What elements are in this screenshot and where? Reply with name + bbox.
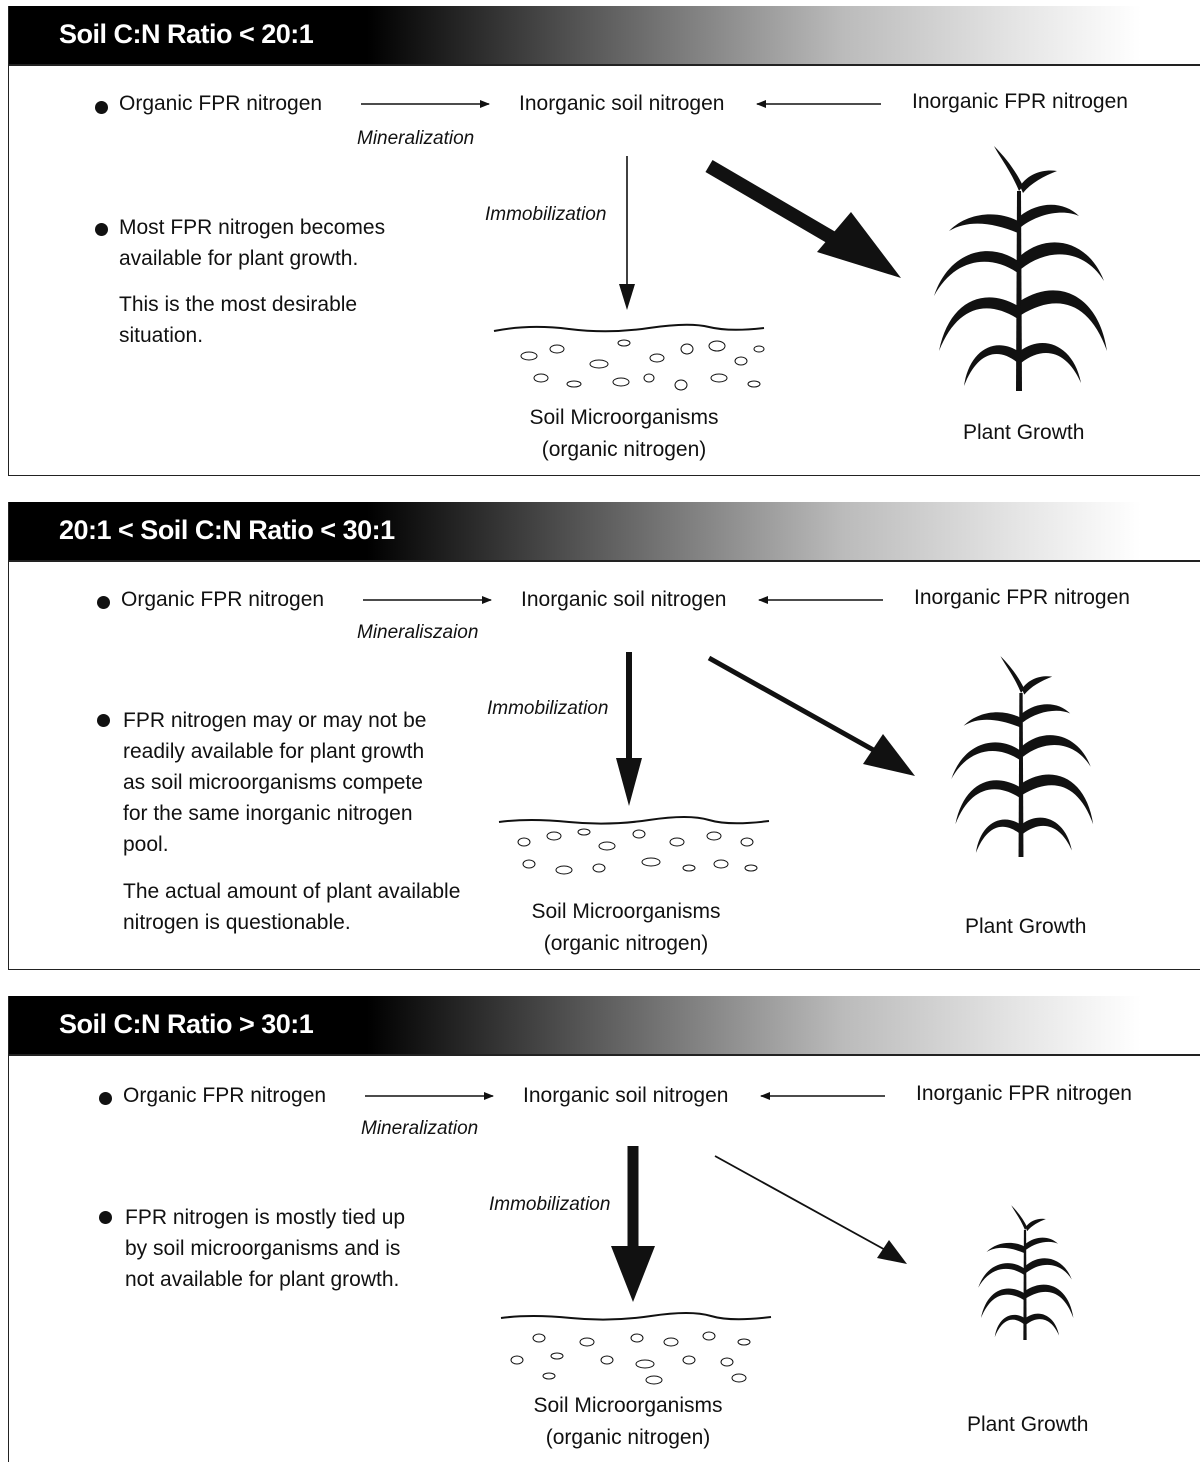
note-text: This is the most desirable situation. <box>119 293 358 347</box>
panel-1-graphics <box>361 100 1107 391</box>
corn-plant-icon <box>978 1205 1074 1340</box>
arrow-icon <box>611 1246 655 1302</box>
immobilization-label: Immobilization <box>489 1194 611 1215</box>
arrow-icon <box>619 284 635 310</box>
soil-icon <box>500 1312 772 1385</box>
soil-title: Soil Microorganisms <box>533 1394 723 1417</box>
soil-label: Soil Microorganisms (organic nitrogen) <box>483 1390 773 1454</box>
arrow-icon <box>714 1155 890 1253</box>
inorganic-soil-label: Inorganic soil nitrogen <box>523 1084 729 1107</box>
note-text: The actual amount of plant available nit… <box>123 880 461 934</box>
immobilization-label: Immobilization <box>485 204 607 225</box>
soil-title: Soil Microorganisms <box>529 406 719 429</box>
arrow-icon <box>616 758 642 806</box>
mineralization-label: Mineralization <box>357 128 475 149</box>
bullet-text: Most FPR nitrogen becomes available for … <box>119 216 386 270</box>
arrow-icon <box>877 1240 907 1264</box>
panel-2-title: 20:1 < Soil C:N Ratio < 30:1 <box>59 515 395 545</box>
organic-fpr-label: Organic FPR nitrogen <box>119 92 323 115</box>
bullet-text: FPR nitrogen is mostly tied up by soil m… <box>125 1206 406 1291</box>
soil-icon <box>493 323 765 391</box>
arrow-icon <box>707 655 879 755</box>
inorganic-fpr-label: Inorganic FPR nitrogen <box>916 1082 1132 1105</box>
bullet-icon <box>97 596 110 609</box>
soil-subtitle: (organic nitrogen) <box>541 438 707 461</box>
soil-icon <box>498 816 770 875</box>
bullet-text: FPR nitrogen may or may not be readily a… <box>123 709 427 856</box>
panel-3: Soil C:N Ratio > 30:1 Organic FPR nitrog… <box>8 996 1200 1462</box>
header-rule <box>9 560 1200 562</box>
inorganic-fpr-label: Inorganic FPR nitrogen <box>914 586 1130 609</box>
bullet-icon <box>99 1211 112 1224</box>
plant-growth-label: Plant Growth <box>965 915 1087 938</box>
panel-1-header: Soil C:N Ratio < 20:1 <box>9 6 1200 64</box>
arrow-icon <box>817 212 901 278</box>
panel-2-graphics <box>363 596 1094 875</box>
arrow-icon <box>863 734 915 776</box>
bullet-icon <box>95 223 108 236</box>
panel-1: Soil C:N Ratio < 20:1 Organic FPR nitrog… <box>8 6 1200 476</box>
plant-growth-label: Plant Growth <box>967 1413 1089 1436</box>
soil-subtitle: (organic nitrogen) <box>543 932 709 955</box>
arrow-icon <box>705 159 843 249</box>
panel-2: 20:1 < Soil C:N Ratio < 30:1 Organic FPR… <box>8 502 1200 970</box>
organic-fpr-label: Organic FPR nitrogen <box>123 1084 327 1107</box>
soil-subtitle: (organic nitrogen) <box>545 1426 711 1449</box>
bullet-icon <box>95 101 108 114</box>
panel-3-graphics <box>365 1092 1074 1385</box>
mineralization-label: Mineraliszaion <box>357 622 479 643</box>
panel-2-header: 20:1 < Soil C:N Ratio < 30:1 <box>9 502 1200 560</box>
inorganic-fpr-label: Inorganic FPR nitrogen <box>912 90 1128 113</box>
bullet-icon <box>97 714 110 727</box>
soil-title: Soil Microorganisms <box>531 900 721 923</box>
soil-label: Soil Microorganisms (organic nitrogen) <box>479 402 769 466</box>
corn-plant-icon <box>934 146 1107 391</box>
mineralization-label: Mineralization <box>361 1118 479 1139</box>
inorganic-soil-label: Inorganic soil nitrogen <box>519 92 725 115</box>
panel-3-header: Soil C:N Ratio > 30:1 <box>9 996 1200 1054</box>
header-rule <box>9 1054 1200 1056</box>
inorganic-soil-label: Inorganic soil nitrogen <box>521 588 727 611</box>
soil-label: Soil Microorganisms (organic nitrogen) <box>481 896 771 960</box>
panel-3-title: Soil C:N Ratio > 30:1 <box>59 1009 314 1039</box>
organic-fpr-label: Organic FPR nitrogen <box>121 588 325 611</box>
header-rule <box>9 64 1200 66</box>
immobilization-label: Immobilization <box>487 698 609 719</box>
panel-1-title: Soil C:N Ratio < 20:1 <box>59 19 314 49</box>
bullet-icon <box>99 1092 112 1105</box>
corn-plant-icon <box>951 656 1094 857</box>
plant-growth-label: Plant Growth <box>963 421 1085 444</box>
